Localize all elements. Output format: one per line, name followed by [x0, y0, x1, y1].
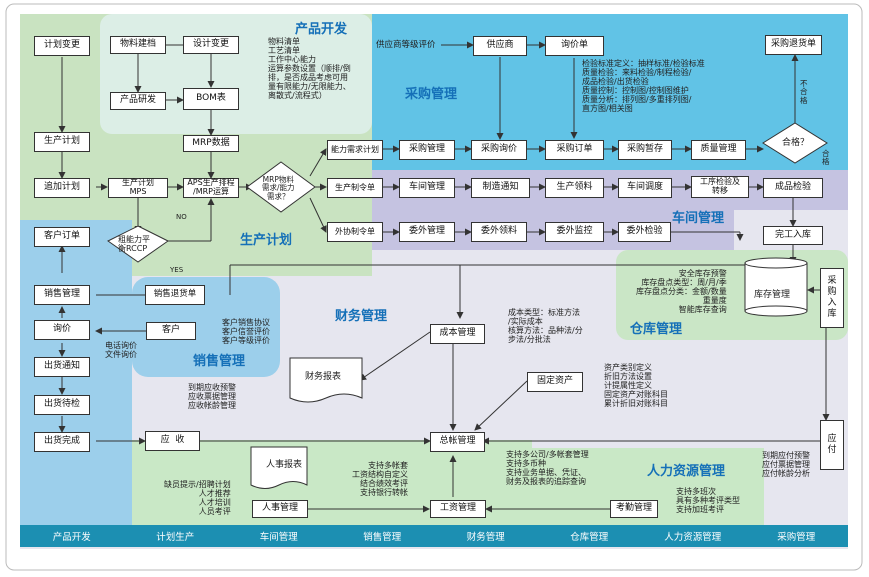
qualified-decision-shape: [762, 122, 828, 164]
note-stock-info: 安全库存预警 库存盘点类型：周/月/季 库存盘点分类：金额/数量 重量度 智能库…: [636, 269, 727, 314]
node-ship-done[interactable]: 出货完成: [34, 432, 90, 452]
node-sales-return[interactable]: 销售退货单: [145, 285, 205, 305]
note-qualified: 合 格: [822, 149, 830, 167]
node-aps[interactable]: APS生产排程 /MRP运算: [183, 178, 239, 198]
node-receivable[interactable]: 应 收: [145, 431, 200, 451]
nav-item-product-dev[interactable]: 产品开发: [52, 532, 91, 543]
node-inventory-mgmt[interactable]: 库存管理: [754, 290, 791, 300]
node-material-build[interactable]: 物料建档: [110, 36, 166, 54]
node-ship-notice[interactable]: 出货通知: [34, 357, 90, 377]
node-workshop-dispatch[interactable]: 车间调度: [618, 178, 672, 198]
node-purchase-order[interactable]: 采购订单: [545, 140, 604, 160]
section-title-warehouse: 仓库管理: [630, 322, 683, 337]
node-outsource-pick[interactable]: 委外领料: [471, 222, 527, 242]
node-purchase-mgmt[interactable]: 采购管理: [399, 140, 455, 160]
node-mrp-calc[interactable]: MRP物料 需求/能力 需求？: [262, 175, 295, 201]
node-inquiry[interactable]: 询价: [34, 320, 90, 340]
node-qualified: 合格？: [782, 138, 810, 148]
nav-item-workshop[interactable]: 车间管理: [259, 532, 298, 543]
node-hr-report[interactable]: 人事报表: [266, 460, 303, 470]
node-customer[interactable]: 客户: [146, 322, 196, 340]
node-prod-pick[interactable]: 生产领料: [545, 178, 604, 198]
nav-item-hr[interactable]: 人力资源管理: [664, 532, 722, 543]
nav-item-procurement[interactable]: 采购管理: [777, 532, 816, 543]
note-gl-info: 支持多公司/多帐套管理 支持多币种 支持业务单据、凭证、 财务及报表的追踪查询: [506, 450, 589, 486]
nav-item-finance[interactable]: 财务管理: [466, 532, 505, 543]
node-general-ledger[interactable]: 总帐管理: [430, 432, 485, 452]
node-finished-in[interactable]: 完工入库: [763, 226, 823, 245]
nav-item-sales[interactable]: 销售管理: [363, 532, 402, 543]
node-production-plan[interactable]: 生产计划: [34, 132, 90, 152]
node-fixed-assets[interactable]: 固定资产: [527, 372, 583, 392]
node-quote[interactable]: 询价单: [545, 36, 604, 56]
node-process-check[interactable]: 工序检验及 转移: [691, 176, 749, 198]
note-hr-info: 缺员提示/招聘计划 人才推荐 人才培训 人员考评: [164, 480, 231, 516]
node-hr-mgmt[interactable]: 人事管理: [252, 500, 308, 518]
node-plan-change[interactable]: 计划变更: [34, 36, 90, 56]
note-no: NO: [176, 213, 187, 221]
bottom-nav: 产品开发 计划生产 车间管理 销售管理 财务管理 仓库管理 人力资源管理 采购管…: [20, 525, 848, 547]
node-purchase-hold[interactable]: 采购暂存: [618, 140, 672, 160]
node-fin-report[interactable]: 财务报表: [305, 372, 342, 382]
node-outsource-monitor[interactable]: 委外监控: [545, 222, 604, 242]
payable-label: 应付: [827, 433, 837, 455]
nav-item-warehouse[interactable]: 仓库管理: [570, 532, 609, 543]
node-payroll[interactable]: 工资管理: [430, 500, 486, 518]
node-design-change[interactable]: 设计变更: [183, 36, 239, 54]
node-add-plan[interactable]: 追加计划: [34, 178, 90, 198]
note-cost-info: 成本类型：标准方法 /实际成本 核算方法：品种法/分 步法/分批法: [508, 308, 583, 344]
section-title-procurement: 采购管理: [405, 87, 458, 102]
node-manuf-notice[interactable]: 制造通知: [471, 178, 530, 198]
node-outsource-order[interactable]: 外协制令单: [327, 222, 383, 242]
region-product-dev: [100, 14, 372, 134]
note-qc-info: 检验标准定义：抽样标准/检验标准 质量检验：来料检验/制程检验/ 成品检验/出货…: [582, 59, 705, 113]
node-outsource-inspect[interactable]: 委外检验: [618, 222, 671, 242]
node-bom[interactable]: BOM表: [183, 88, 239, 110]
note-inquiry-info: 电话询价 文件询价: [105, 341, 137, 359]
node-finished-check[interactable]: 成品检验: [763, 178, 823, 198]
node-ship-check[interactable]: 出货待检: [34, 395, 90, 415]
note-bom-info: 物料清单 工艺清单 工作中心能力 运算参数设置（顺排/倒 排，是否成品考虑可用 …: [268, 37, 351, 100]
node-cost-mgmt[interactable]: 成本管理: [430, 324, 485, 344]
node-sales-mgmt[interactable]: 销售管理: [34, 285, 90, 305]
node-attendance[interactable]: 考勤管理: [610, 500, 658, 518]
note-attend-info: 支持多班次 具有多种考评类型 支持加班考评: [676, 487, 740, 514]
node-cap-req-plan[interactable]: 能力需求计划: [327, 140, 383, 160]
node-supplier[interactable]: 供应商: [473, 36, 527, 56]
note-payroll-info: 支持多帐套 工资结构自定义 结合绩效考评 支持银行转帐: [352, 461, 408, 497]
note-yes: YES: [170, 266, 184, 274]
note-receivable-info: 到期应收预警 应收票据管理 应收帐龄管理: [188, 383, 236, 410]
note-supplier-eval: 供应商等级评价: [376, 40, 436, 50]
node-rccp[interactable]: 粗能力平 衡RCCP: [118, 235, 150, 253]
node-workshop-mgmt[interactable]: 车间管理: [399, 178, 455, 198]
node-product-rd[interactable]: 产品研发: [110, 92, 166, 110]
node-quality-mgmt[interactable]: 质量管理: [691, 140, 746, 160]
node-mps[interactable]: 生产计划 MPS: [108, 178, 168, 198]
node-purchase-in[interactable]: 采购入库: [820, 268, 844, 328]
node-purchase-return[interactable]: 采购退货单: [765, 35, 822, 55]
note-asset-info: 资产类别定义 折旧方法设置 计提属性定义 固定资产对账科目 累计折旧对账科目: [604, 363, 668, 408]
node-customer-order[interactable]: 客户订单: [34, 227, 90, 247]
node-payable[interactable]: 应付: [820, 420, 844, 470]
note-payable-info: 到期应付预警 应付票据管理 应付帐龄分析: [762, 451, 810, 478]
section-title-workshop: 车间管理: [672, 211, 725, 226]
node-mrp-data[interactable]: MRP数据: [183, 135, 239, 152]
nav-item-plan-production[interactable]: 计划生产: [156, 532, 195, 543]
section-title-production-plan: 生产计划: [240, 233, 293, 248]
purchase-in-label: 采购入库: [827, 275, 837, 320]
note-customer-info: 客户销售协议 客户信誉评价 客户等级评价: [222, 318, 270, 345]
section-title-hr: 人力资源管理: [647, 464, 726, 479]
section-title-finance: 财务管理: [335, 309, 388, 324]
node-outsource-mgmt[interactable]: 委外管理: [399, 222, 455, 242]
node-purchase-inquiry[interactable]: 采购询价: [471, 140, 527, 160]
section-title-sales: 销售管理: [193, 354, 246, 369]
node-prod-order[interactable]: 生产制令单: [327, 178, 383, 198]
note-unqualified: 不 合 格: [800, 79, 808, 105]
section-title-product-dev: 产品开发: [295, 22, 348, 37]
